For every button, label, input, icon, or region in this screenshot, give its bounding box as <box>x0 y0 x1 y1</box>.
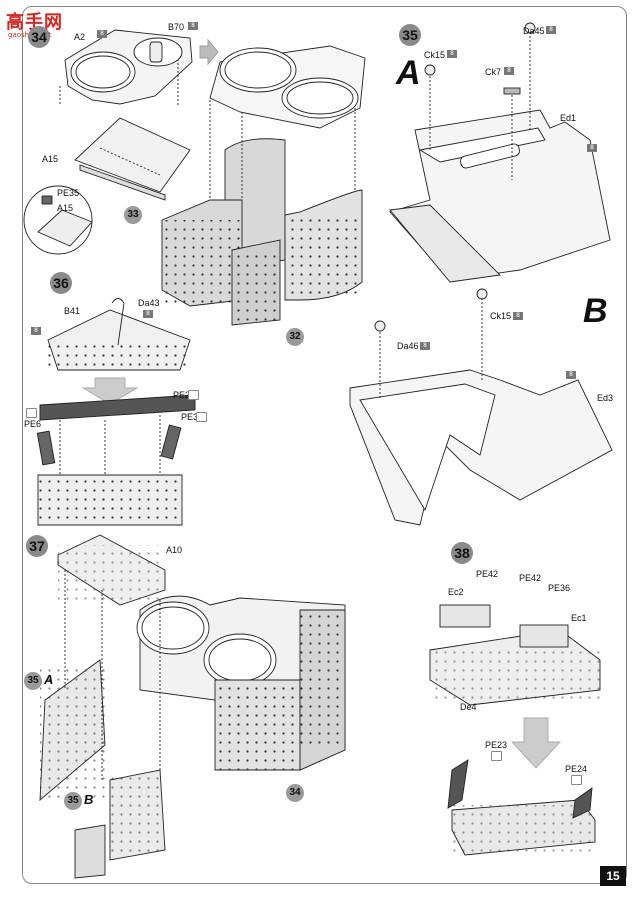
label-pe24: PE24 <box>565 764 588 774</box>
step-35-marker: 35 <box>399 24 421 46</box>
plate-35b-placed <box>74 769 166 879</box>
label-da45: Da45 <box>523 26 545 36</box>
label-pe23: PE23 <box>485 740 508 750</box>
pe-icon <box>196 412 207 422</box>
label-a15-detail: A15 <box>57 203 74 213</box>
part-b41 <box>47 298 191 371</box>
part-ed1 <box>389 22 611 283</box>
pe-icon <box>571 775 582 785</box>
part-ed3 <box>349 288 613 526</box>
label-ec1: Ec1 <box>571 613 587 623</box>
part-de4-finished <box>447 759 596 856</box>
sub-step-b: B <box>583 292 608 330</box>
label-ck7: Ck7 <box>485 67 502 77</box>
plate-35a-placed <box>39 659 106 802</box>
step-37-marker: 37 <box>26 535 48 557</box>
ref-35b-letter: B <box>84 792 94 807</box>
badge: 8 <box>546 26 556 34</box>
hull-lower-body <box>136 595 346 771</box>
label-da46: Da46 <box>397 341 419 351</box>
label-pe42-right: PE42 <box>519 573 542 583</box>
label-ck15-a: Ck15 <box>424 50 446 60</box>
rear-plate-36 <box>37 415 183 526</box>
part-de4 <box>429 629 601 706</box>
label-ed1: Ed1 <box>560 113 577 123</box>
part-pe2-bar <box>39 394 196 421</box>
label-b41: B41 <box>64 306 81 316</box>
label-ed3: Ed3 <box>597 393 614 403</box>
label-pe3: PE3 <box>181 412 199 422</box>
ref-33: 33 <box>124 206 142 224</box>
pe-icon <box>491 751 502 761</box>
watermark-logo: 高手网 <box>6 12 63 33</box>
step-36-marker: 36 <box>50 272 72 294</box>
label-pe2: PE2 <box>173 390 191 400</box>
step-34-marker: 34 <box>28 26 50 48</box>
label-de4: De4 <box>460 702 477 712</box>
part-a2-top-plate <box>59 29 193 105</box>
hull-upper-body <box>161 45 366 326</box>
ref-35a: 35 <box>24 672 42 690</box>
page-number: 15 <box>600 866 626 886</box>
badge: 8 <box>587 144 597 152</box>
label-pe35: PE35 <box>57 188 80 198</box>
badge: 8 <box>143 310 153 318</box>
label-da43: Da43 <box>138 298 160 308</box>
ref-34: 34 <box>286 784 304 802</box>
badge: 8 <box>504 67 514 75</box>
badge: 8 <box>188 22 198 30</box>
ref-35a-letter: A <box>44 672 54 687</box>
label-pe6: PE6 <box>24 419 42 429</box>
label-ec2: Ec2 <box>448 587 464 597</box>
label-b70: B70 <box>168 22 185 32</box>
step-38-marker: 38 <box>451 542 473 564</box>
label-pe36: PE36 <box>548 583 571 593</box>
badge: 8 <box>566 371 576 379</box>
label-a15: A15 <box>42 154 59 164</box>
label-a2: A2 <box>74 32 86 42</box>
ref-32: 32 <box>286 328 304 346</box>
part-a15-plate <box>74 117 191 201</box>
page-frame <box>22 6 627 884</box>
badge: 8 <box>31 327 41 335</box>
badge: 8 <box>420 342 430 350</box>
badge: 8 <box>513 312 523 320</box>
ref-35b: 35 <box>64 792 82 810</box>
sub-step-a: A <box>396 54 421 92</box>
label-ck15-b: Ck15 <box>490 311 512 321</box>
badge: 8 <box>447 50 457 58</box>
pe-icon <box>188 390 199 400</box>
badge: 8 <box>97 30 107 38</box>
label-pe42-left: PE42 <box>476 569 499 579</box>
label-a10: A10 <box>166 545 183 555</box>
pe-icon <box>26 408 37 418</box>
part-a10 <box>57 534 166 606</box>
